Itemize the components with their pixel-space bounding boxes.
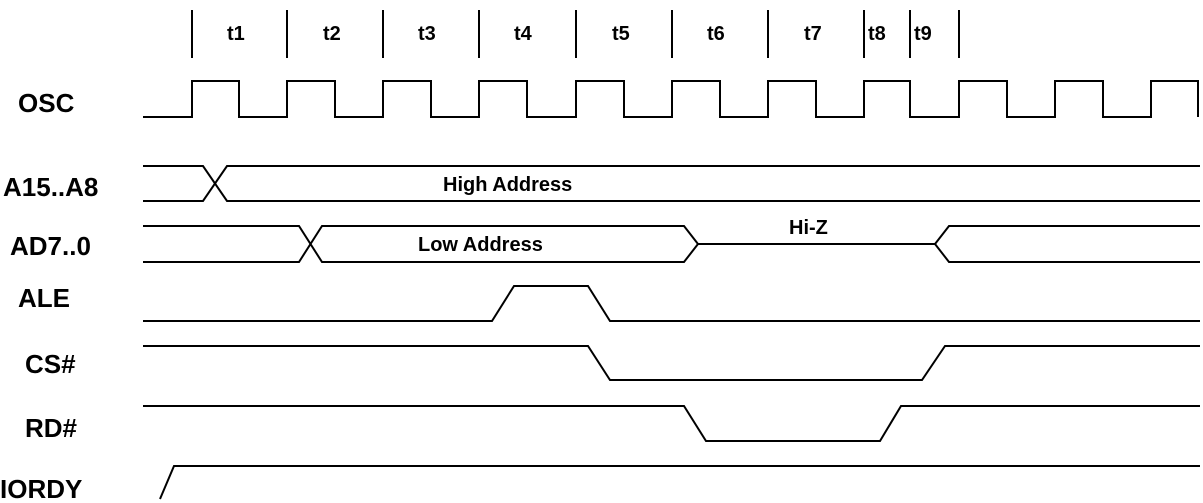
high-address-label: High Address [443, 174, 572, 196]
signal-label-rd: RD# [25, 413, 78, 443]
phase-label-t1: t1 [227, 23, 245, 45]
a15-a8-lower-line [143, 165, 1200, 202]
hi-z-label: Hi-Z [789, 217, 828, 239]
signal-label-a15-a8: A15..A8 [3, 172, 98, 202]
ad7-0-lower-line [143, 225, 699, 263]
signal-label-cs: CS# [25, 349, 76, 379]
a15-a8-bus: High Address [143, 165, 1200, 202]
phase-label-t4: t4 [514, 23, 533, 45]
signal-label-ale: ALE [18, 283, 70, 313]
signal-label-osc: OSC [18, 88, 75, 118]
phase-label-t6: t6 [707, 23, 725, 45]
phase-labels: t1 t2 t3 t4 t5 t6 t7 t8 t9 [227, 23, 932, 45]
ad7-0-bus: Low Address Hi-Z [143, 217, 1200, 263]
signal-label-iordy: IORDY [0, 474, 82, 503]
ad7-0-upper-line [143, 225, 699, 263]
ad7-0-resume-lower [934, 243, 1200, 263]
phase-label-t3: t3 [418, 23, 436, 45]
phase-label-t7: t7 [804, 23, 822, 45]
phase-label-t2: t2 [323, 23, 341, 45]
phase-label-t9: t9 [914, 23, 932, 45]
a15-a8-upper-line [143, 165, 1200, 202]
osc-waveform [143, 80, 1199, 118]
rd-waveform [143, 405, 1200, 442]
cs-waveform [143, 345, 1200, 381]
phase-label-t5: t5 [612, 23, 630, 45]
ad7-0-resume-upper [934, 225, 1200, 245]
phase-markers [191, 10, 960, 58]
signal-label-ad7-0: AD7..0 [10, 231, 91, 261]
signal-labels: OSC A15..A8 AD7..0 ALE CS# RD# IORDY [0, 88, 98, 503]
phase-label-t8: t8 [868, 23, 886, 45]
low-address-label: Low Address [418, 234, 543, 256]
iordy-waveform [159, 465, 1200, 500]
ale-waveform [143, 285, 1200, 322]
